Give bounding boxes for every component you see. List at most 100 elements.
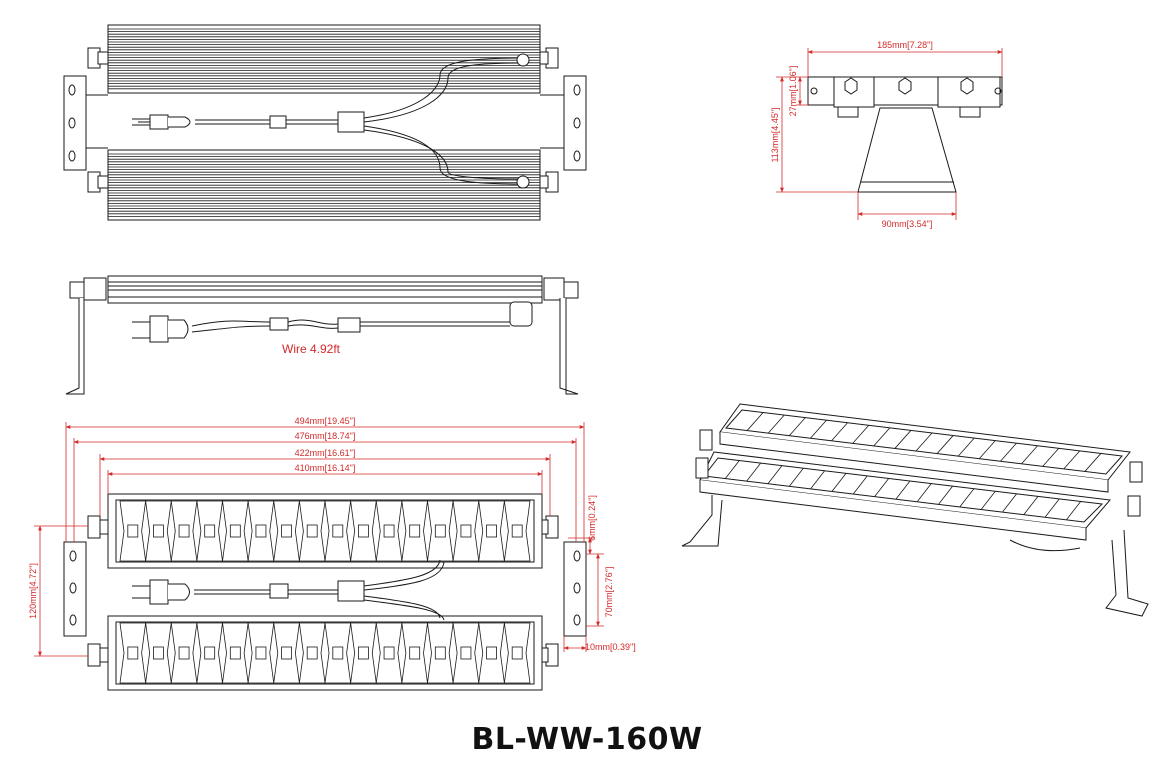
dim-overall-length: 494mm[19.45"] [295, 416, 356, 426]
front-view [63, 493, 587, 691]
led-reflector-cell [767, 414, 785, 434]
led-reflector-cell [746, 462, 761, 482]
dim-bracket-offset: 6mm[0.24"] [587, 495, 597, 541]
knob-icon [844, 77, 974, 95]
led-chip [383, 524, 395, 538]
led-chip [332, 524, 344, 538]
led-chip [229, 646, 241, 660]
led-reflector-cell [831, 473, 847, 492]
led-chip [306, 524, 318, 538]
led-reflector-cell [873, 427, 891, 447]
led-reflector-cell [1002, 493, 1017, 513]
led-chip [127, 646, 139, 660]
led-reflector-cell [810, 419, 827, 439]
perspective-view [681, 403, 1149, 617]
led-chip [332, 646, 344, 660]
led-reflector-cell [1042, 448, 1059, 467]
led-reflector-cell [895, 480, 911, 500]
dim-end-base-width: 90mm[3.54"] [882, 219, 933, 229]
led-chip [486, 646, 497, 660]
led-reflector-cell [1021, 445, 1038, 465]
power-cable [132, 53, 530, 189]
dim-bracket-thickness: 10mm[0.39"] [585, 642, 636, 652]
end-view [807, 76, 1003, 193]
led-chip [255, 646, 267, 660]
led-chip [383, 646, 395, 660]
mount-bracket [63, 75, 587, 171]
knob-icon [87, 515, 559, 667]
led-reflector-cell [1063, 450, 1081, 470]
led-chip [204, 646, 216, 660]
led-reflector-cell [1066, 501, 1081, 520]
led-chip [127, 524, 139, 538]
dimension-lines [34, 48, 1003, 657]
led-reflector-cell [874, 478, 889, 497]
led-chip [409, 646, 421, 660]
led-chip [460, 646, 472, 660]
led-chip [409, 524, 421, 538]
upper-led-array [119, 500, 531, 562]
led-chip [178, 524, 190, 538]
model-title: BL-WW-160W [471, 722, 703, 757]
led-chip [358, 524, 369, 538]
led-chip [434, 524, 446, 538]
dim-overall-depth: 120mm[4.72"] [28, 563, 38, 619]
upper-led-array [746, 412, 1102, 472]
dim-lens-length: 410mm[16.14"] [295, 463, 356, 473]
led-chip [434, 646, 446, 660]
led-chip [460, 524, 472, 538]
led-chip [511, 524, 523, 538]
led-reflector-cell [1084, 453, 1102, 472]
upper-bar-ribs [108, 28, 540, 90]
led-reflector-cell [979, 440, 996, 459]
dim-bracket-slot: 70mm[2.76"] [604, 567, 614, 618]
led-reflector-cell [959, 488, 975, 507]
led-reflector-cell [1045, 498, 1060, 518]
led-chip [306, 646, 318, 660]
dim-body-length: 422mm[16.61"] [295, 448, 356, 458]
led-reflector-cell [981, 490, 996, 510]
dim-end-height: 113mm[4.45"] [770, 107, 780, 162]
led-reflector-cell [789, 417, 806, 436]
led-reflector-cell [810, 470, 825, 490]
dim-end-width: 185mm[7.28"] [877, 40, 933, 50]
knob-icon [69, 277, 579, 301]
led-chip [229, 524, 241, 538]
upper-bar-body [107, 24, 541, 94]
led-reflector-cell [767, 465, 783, 484]
power-cable [132, 559, 445, 621]
side-view [65, 275, 579, 395]
dimension-labels: 185mm[7.28"] 90mm[3.54"] 113mm[4.45"] 27… [28, 40, 933, 652]
led-reflector-cell [746, 412, 764, 431]
led-chip [178, 646, 190, 660]
led-reflector-cell [957, 437, 975, 457]
wire-length-note: Wire 4.92ft [282, 342, 341, 356]
led-chip [486, 524, 497, 538]
led-chip [511, 646, 523, 660]
led-reflector-cell [831, 422, 848, 442]
led-reflector-cell [789, 467, 804, 487]
led-reflector-cell [853, 475, 868, 495]
led-chip [281, 646, 292, 660]
led-reflector-cell [917, 483, 932, 502]
dim-bracket-length: 476mm[18.74"] [295, 431, 356, 441]
dim-end-clamp-height: 27mm[1.06"] [788, 66, 798, 117]
led-reflector-cell [725, 460, 740, 479]
knob-icon [695, 429, 1143, 517]
led-chip [153, 646, 164, 660]
top-view [63, 24, 587, 221]
mount-bracket [63, 541, 587, 637]
led-reflector-cell [1000, 442, 1017, 462]
led-reflector-cell [894, 430, 912, 449]
led-chip [204, 524, 216, 538]
led-reflector-cell [915, 432, 933, 452]
led-reflector-cell [1023, 496, 1039, 515]
led-reflector-cell [938, 485, 953, 505]
led-chip [153, 524, 164, 538]
led-reflector-cell [936, 435, 954, 454]
led-chip [255, 524, 267, 538]
power-cable [132, 301, 533, 343]
led-reflector-cell [852, 425, 869, 444]
knob-icon [87, 47, 559, 193]
